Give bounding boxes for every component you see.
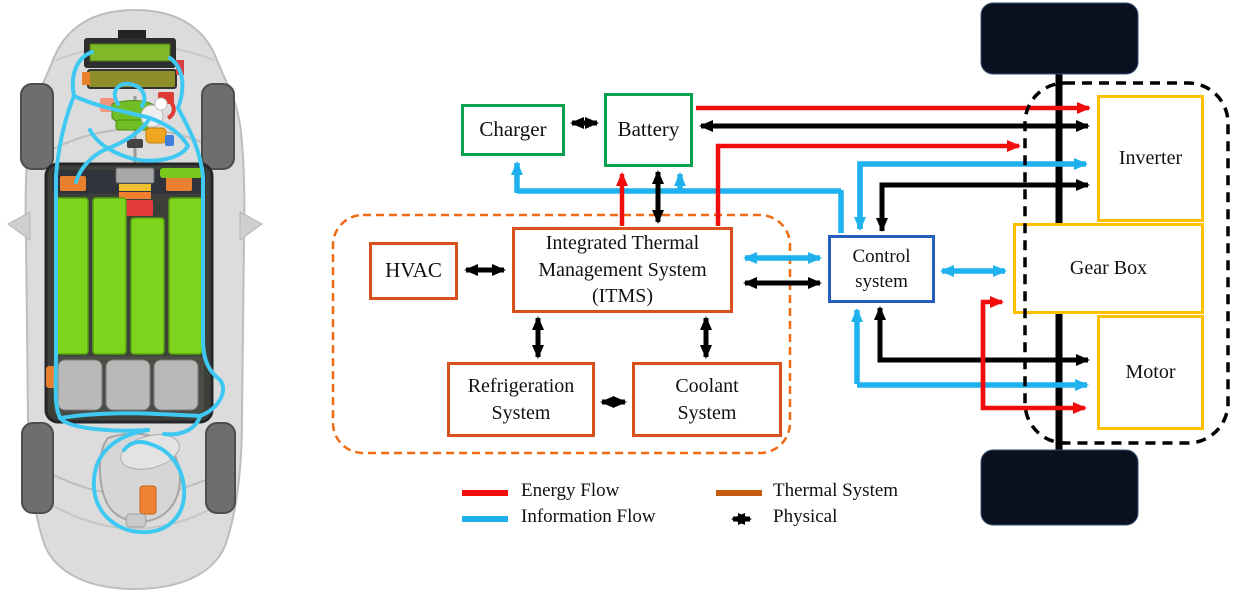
energy-to-motor [980,305,1087,414]
control-label: Control system [852,245,911,292]
node-refrigeration-system: Refrigeration System [447,362,595,437]
rear-tire [980,449,1139,526]
node-coolant-system: Coolant System [632,362,782,437]
node-motor: Motor [1097,315,1204,430]
node-gearbox: Gear Box [1013,223,1204,314]
right-mirror [239,211,263,241]
energy-itms-to-drivetrain [715,140,1021,226]
itms-label: Integrated Thermal Management System (IT… [538,232,707,308]
coolant-lines [53,50,226,535]
energy-to-gearbox [980,296,1004,407]
battery-label: Battery [617,117,680,142]
node-charger: Charger [461,104,565,156]
node-battery: Battery [604,93,693,167]
ev-car-illustration [7,8,263,591]
left-mirror [7,211,31,241]
motor-label: Motor [1125,361,1176,384]
legend-energy-flow-label: Energy Flow [521,480,620,501]
charger-label: Charger [479,117,547,142]
legend-physical-label: Physical [773,506,838,527]
inverter-label: Inverter [1118,147,1183,170]
rear-left-wheel [21,422,54,514]
front-right-wheel [201,83,235,170]
node-inverter: Inverter [1097,95,1204,222]
node-hvac: HVAC [369,242,458,300]
rear-right-wheel [205,422,236,514]
battery-modules [57,359,199,411]
coolant-label: Coolant System [675,375,739,424]
information-flow-arrows [462,158,1089,522]
refrigeration-label: Refrigeration System [467,375,575,424]
car-wheels [20,83,236,514]
radiator [82,30,184,89]
hvac-label: HVAC [385,258,442,283]
gearbox-label: Gear Box [1069,257,1148,280]
thermal-cluster-boundary [331,213,792,455]
rear-drive-unit [98,432,181,528]
legend-thermal-system-label: Thermal System [773,480,899,501]
legend-information-flow-label: Information Flow [521,506,656,527]
node-control-system: Control system [828,235,935,303]
battery-pack [44,162,214,424]
node-itms: Integrated Thermal Management System (IT… [512,227,733,313]
info-control-to-inverter [857,158,1088,229]
battery-cells [54,197,203,355]
front-tire [980,2,1139,75]
front-left-wheel [20,83,54,170]
